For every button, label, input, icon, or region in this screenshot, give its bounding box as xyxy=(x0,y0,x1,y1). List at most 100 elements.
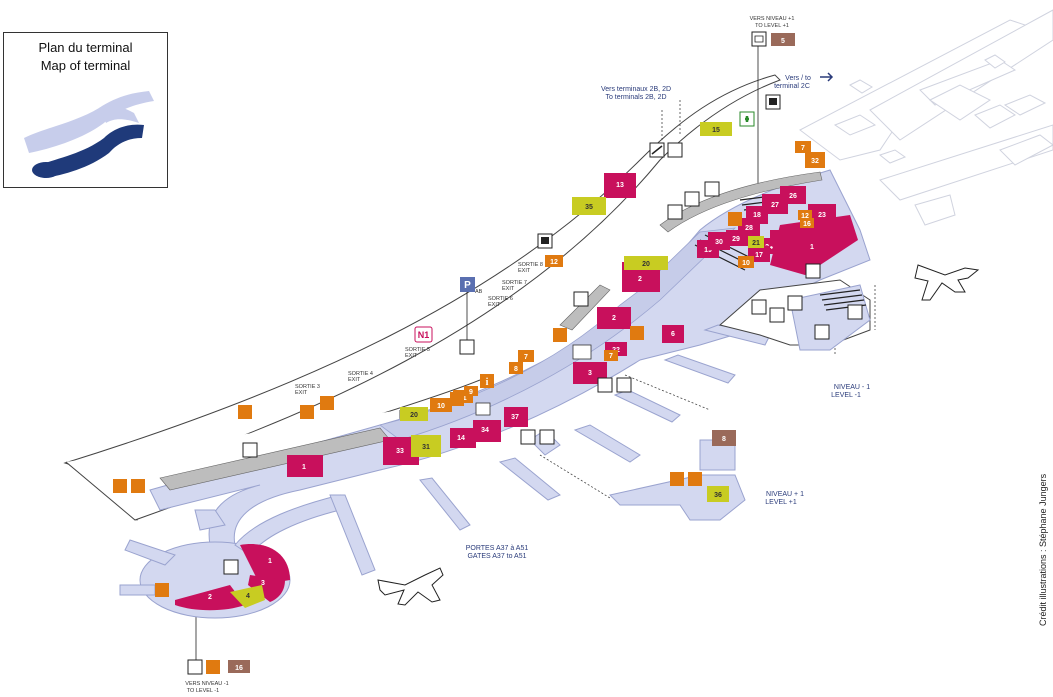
shop-bag-icon[interactable] xyxy=(300,405,314,419)
shop-block[interactable]: 2 xyxy=(175,585,245,611)
svg-text:33: 33 xyxy=(396,448,404,455)
shop-block[interactable]: 29 xyxy=(726,230,748,246)
elevator-icon[interactable] xyxy=(667,142,683,158)
restroom-icon[interactable] xyxy=(728,212,742,226)
shop-block[interactable]: 36 xyxy=(707,486,729,502)
elevator-icon[interactable] xyxy=(573,291,589,307)
shop-block[interactable]: 21 xyxy=(748,236,764,248)
svg-text:SORTIE 5: SORTIE 5 xyxy=(405,347,430,353)
elevator-icon[interactable] xyxy=(539,429,555,445)
elevator-icon[interactable] xyxy=(751,31,767,47)
credit-text: Crédit illustrations : Stéphane Jungers xyxy=(1038,473,1048,626)
shop-block[interactable]: 12 xyxy=(798,210,812,220)
shop-bag-icon[interactable] xyxy=(320,396,334,410)
neighbour-terminals xyxy=(799,9,1053,226)
shop-block[interactable]: 10 xyxy=(738,256,754,268)
shop-block[interactable]: 15 xyxy=(700,122,732,136)
svg-text:3: 3 xyxy=(261,580,265,587)
shop-block[interactable]: 7 xyxy=(795,141,811,153)
elevator-icon[interactable] xyxy=(223,559,239,575)
shop-block[interactable]: 8 xyxy=(712,430,736,446)
info-icon[interactable]: i xyxy=(480,374,494,388)
shop-block[interactable]: 2 xyxy=(597,307,631,329)
n1-bus-icon[interactable]: N1 xyxy=(414,326,433,343)
phone-icon[interactable] xyxy=(787,295,803,311)
svg-text:1: 1 xyxy=(810,244,814,251)
bus-icon[interactable] xyxy=(765,94,781,110)
escalator-icon[interactable] xyxy=(684,191,700,207)
svg-text:27: 27 xyxy=(771,202,779,209)
shop-block[interactable]: 16 xyxy=(228,660,250,673)
baggage-icon[interactable] xyxy=(667,204,683,220)
restroom-icon[interactable] xyxy=(670,472,684,486)
shop-block[interactable]: 1 xyxy=(287,455,323,477)
svg-text:Crédit illustrations : Stéphan: Crédit illustrations : Stéphane Jungers xyxy=(1038,473,1048,626)
escalator-icon[interactable] xyxy=(649,142,665,158)
svg-text:EXIT: EXIT xyxy=(295,390,308,396)
shop-block[interactable]: 12 xyxy=(545,255,563,267)
escalator-icon[interactable] xyxy=(814,324,830,340)
svg-text:3: 3 xyxy=(588,370,592,377)
shop-block[interactable]: 20 xyxy=(400,407,428,421)
access-road xyxy=(63,74,781,481)
bus-icon[interactable] xyxy=(537,233,553,249)
shop-block[interactable]: 3 xyxy=(248,575,285,602)
shop-block[interactable]: 37 xyxy=(504,407,528,427)
elevator-icon[interactable] xyxy=(242,442,258,458)
restroom-icon[interactable] xyxy=(206,660,220,674)
shop-block[interactable]: 5 xyxy=(771,33,795,46)
shop-bag-icon[interactable] xyxy=(553,328,567,342)
shop-block[interactable]: 35 xyxy=(572,197,606,215)
shop-block[interactable]: 4 xyxy=(230,585,265,608)
shop-block[interactable]: 7 xyxy=(518,350,534,362)
svg-text:19: 19 xyxy=(704,247,712,254)
shop-block[interactable]: 16 xyxy=(800,218,814,228)
legend-box: Plan du terminal Map of terminal xyxy=(3,32,168,188)
phone-icon[interactable] xyxy=(704,181,720,197)
svg-text:TO LEVEL -1: TO LEVEL -1 xyxy=(187,688,219,694)
shop-block[interactable]: 1 xyxy=(240,544,290,585)
restroom-icon[interactable] xyxy=(131,479,145,493)
escalator-icon[interactable] xyxy=(805,263,821,279)
escalator-icon[interactable] xyxy=(520,429,536,445)
shop-block[interactable]: 7 xyxy=(604,350,618,361)
shop-bag-icon[interactable] xyxy=(630,326,644,340)
shop-block[interactable]: 27 xyxy=(762,194,788,214)
svg-text:2: 2 xyxy=(638,276,642,283)
escalator-icon[interactable] xyxy=(597,377,613,393)
shop-block[interactable]: 10 xyxy=(430,398,452,412)
restroom-icon[interactable] xyxy=(688,472,702,486)
shop-block[interactable]: 6 xyxy=(662,325,684,343)
svg-text:7: 7 xyxy=(524,354,528,361)
shop-block[interactable]: 20 xyxy=(624,256,668,270)
escalator-icon[interactable] xyxy=(187,659,203,675)
shop-block[interactable]: 1 xyxy=(770,215,858,275)
svg-text:GATES A37 to A51: GATES A37 to A51 xyxy=(467,553,526,560)
elevator-icon[interactable] xyxy=(459,339,475,355)
shop-block[interactable]: 14 xyxy=(450,428,476,448)
svg-text:TO LEVEL +1: TO LEVEL +1 xyxy=(755,23,789,29)
escalator-icon[interactable] xyxy=(751,299,767,315)
shop-block[interactable]: 9 xyxy=(464,386,478,396)
svg-text:8: 8 xyxy=(514,366,518,373)
restroom-icon[interactable] xyxy=(113,479,127,493)
baggage-icon[interactable] xyxy=(769,307,785,323)
shop-block[interactable]: 32 xyxy=(805,152,825,168)
shop-bag-icon[interactable] xyxy=(238,405,252,419)
parking-icon[interactable]: P xyxy=(460,277,475,292)
svg-text:EXIT: EXIT xyxy=(348,377,361,383)
svg-text:9: 9 xyxy=(469,389,473,396)
shop-block[interactable]: 8 xyxy=(509,362,523,374)
terminal-floor xyxy=(149,169,871,546)
games-icon[interactable] xyxy=(155,583,169,597)
svg-text:VERS NIVEAU +1: VERS NIVEAU +1 xyxy=(750,16,795,22)
first-aid-icon[interactable] xyxy=(739,111,755,127)
shop-bag-icon[interactable] xyxy=(450,392,464,406)
svg-text:16: 16 xyxy=(803,221,811,228)
escalator-icon[interactable] xyxy=(847,304,863,320)
shop-block[interactable]: 31 xyxy=(411,435,441,457)
shop-block[interactable]: 13 xyxy=(604,173,636,198)
shop-block[interactable]: 34 xyxy=(473,420,501,442)
shop-block[interactable]: 30 xyxy=(708,232,730,250)
elevator-icon[interactable] xyxy=(616,377,632,393)
